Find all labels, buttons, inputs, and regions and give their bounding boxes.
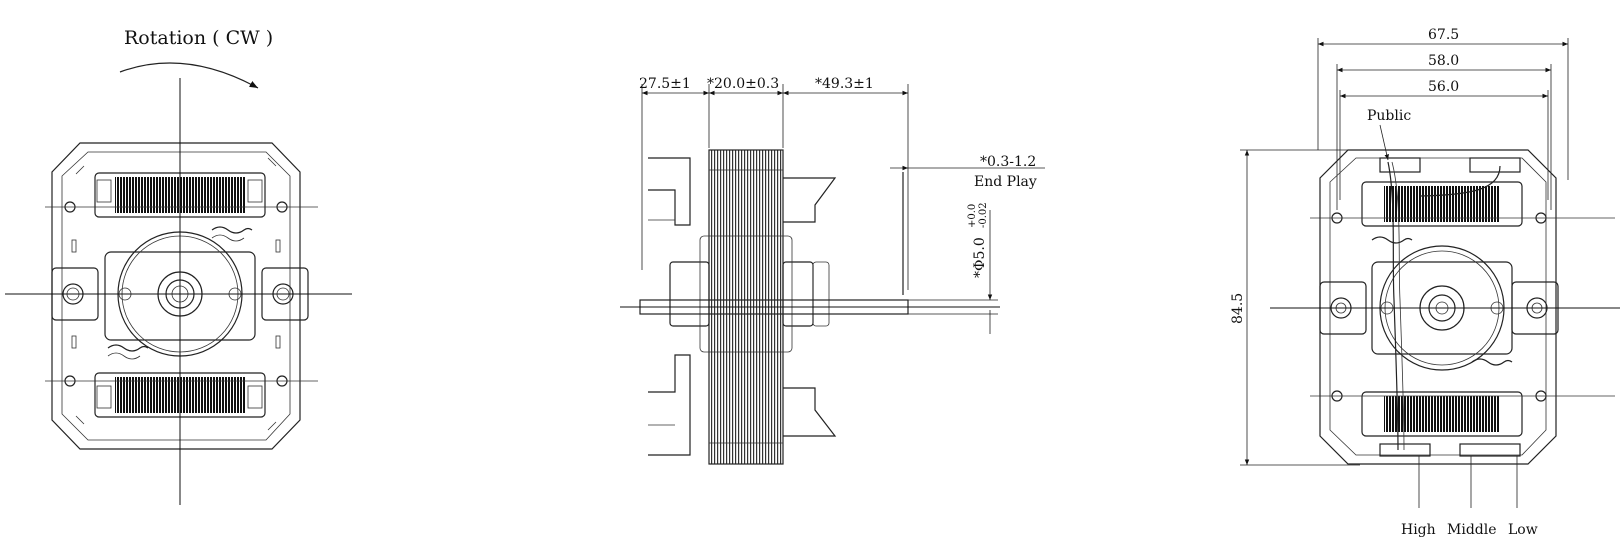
lead-middle-label: Middle <box>1447 522 1497 538</box>
rear-view: 67.5 58.0 56.0 84.5 Public <box>1230 27 1620 538</box>
end-play-label: End Play <box>974 174 1037 190</box>
lead-low-label: Low <box>1508 522 1538 538</box>
dim-b-label: *20.0±0.3 <box>707 76 779 92</box>
rotation-arrow <box>119 62 259 89</box>
shaft-diameter-label: *Φ5.0 <box>972 237 988 278</box>
side-view: 27.5±1 *20.0±0.3 *49.3±1 *0.3-1.2 End Pl… <box>620 76 1045 465</box>
lead-public-label: Public <box>1367 108 1411 124</box>
front-view: Rotation ( CW ) <box>5 27 352 505</box>
width-inner-label: 56.0 <box>1428 79 1459 95</box>
rear-top-coil <box>1384 186 1500 222</box>
width-overall-label: 67.5 <box>1428 27 1459 43</box>
height-overall-label: 84.5 <box>1230 293 1246 324</box>
shaft-tol-upper: +0.0 <box>967 204 978 228</box>
rear-frame-outline <box>1319 149 1557 465</box>
dim-c-label: *49.3±1 <box>815 76 874 92</box>
lead-high-label: High <box>1401 522 1436 538</box>
width-mid-label: 58.0 <box>1428 53 1459 69</box>
end-play-value: *0.3-1.2 <box>980 154 1036 170</box>
public-lead-wire <box>1387 161 1399 451</box>
frame-outline <box>51 142 301 450</box>
rear-bottom-coil <box>1384 396 1500 432</box>
dim-a-label: 27.5±1 <box>639 76 691 92</box>
shaft-tol-lower: -0.02 <box>978 202 989 228</box>
rotation-label: Rotation ( CW ) <box>124 27 273 49</box>
